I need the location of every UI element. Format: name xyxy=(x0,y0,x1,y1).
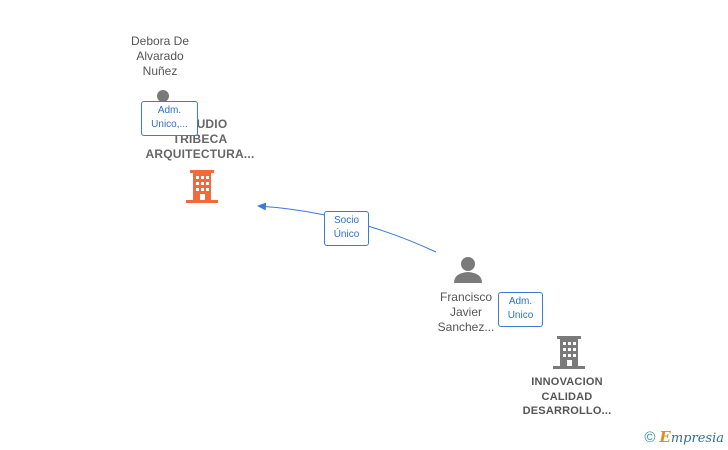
brand-logo: Empresia xyxy=(659,428,724,446)
person-francisco-icon[interactable] xyxy=(454,257,482,283)
person-debora-label[interactable]: Debora De Alvarado Nuñez xyxy=(130,34,190,78)
footer-brand: © Empresia xyxy=(644,428,724,446)
edge-label-debora-estudio: Adm. Unico,... xyxy=(141,101,198,136)
edge-label-francisco-estudio: Socio Único xyxy=(324,211,369,246)
company-innovacion-label[interactable]: INNOVACION CALIDAD DESARROLLO... xyxy=(522,376,612,417)
company-innovacion-icon[interactable] xyxy=(553,336,585,369)
copyright-icon: © xyxy=(644,428,656,446)
edge-label-francisco-innovacion: Adm. Unico xyxy=(498,292,543,327)
company-estudio-icon[interactable] xyxy=(186,170,218,203)
person-francisco-label[interactable]: Francisco Javier Sanchez... xyxy=(437,290,495,334)
